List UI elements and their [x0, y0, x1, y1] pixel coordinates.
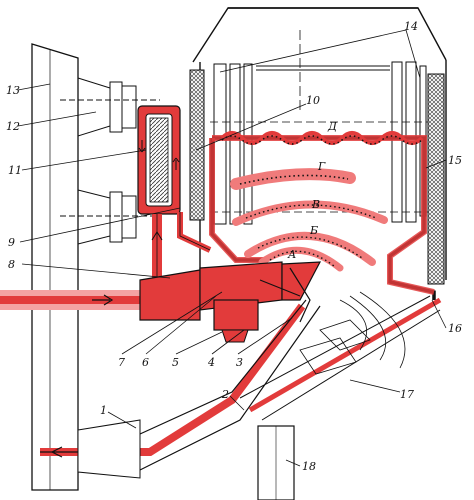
label-10: 10 [306, 94, 320, 107]
label-13: 13 [6, 84, 20, 97]
zone-v-dots [245, 204, 377, 219]
furnace-chamber-left-red [209, 138, 268, 263]
burner [0, 261, 322, 343]
label-2: 2 [221, 388, 229, 401]
label-1: 1 [100, 404, 107, 417]
zone-label-g: Г [317, 160, 326, 173]
right-insulation [427, 73, 445, 285]
label-18: 18 [302, 460, 316, 473]
label-3: 3 [236, 356, 243, 369]
label-6: 6 [142, 356, 149, 369]
leader-lines [17, 29, 447, 467]
label-7: 7 [118, 356, 125, 369]
zone-b-arc [244, 231, 376, 266]
zone-label-a: А [287, 248, 296, 261]
zone-a-arc [258, 246, 344, 272]
label-4: 4 [207, 356, 215, 369]
label-16: 16 [448, 322, 462, 335]
air-pipes [151, 212, 212, 280]
zone-d-wave [220, 131, 424, 145]
label-12: 12 [6, 120, 20, 133]
furnace-chamber-red [212, 135, 435, 295]
label-17: 17 [400, 388, 414, 401]
zone-label-v: В [311, 198, 320, 211]
lower-duct [40, 291, 442, 500]
upper-register [60, 77, 160, 137]
label-5: 5 [172, 356, 179, 369]
zone-g-flame [230, 168, 356, 190]
label-14: 14 [404, 20, 418, 33]
left-insulation [189, 69, 205, 221]
label-8: 8 [8, 258, 15, 271]
zone-d-dots [221, 135, 423, 145]
zone-v-arc [232, 200, 388, 226]
label-15: 15 [448, 154, 462, 167]
zone-a-dots [269, 250, 335, 267]
air-heater [137, 105, 181, 215]
label-9: 9 [8, 236, 15, 249]
label-11: 11 [8, 164, 22, 177]
zone-label-d: Д [327, 120, 338, 133]
zone-label-b: Б [309, 224, 318, 237]
